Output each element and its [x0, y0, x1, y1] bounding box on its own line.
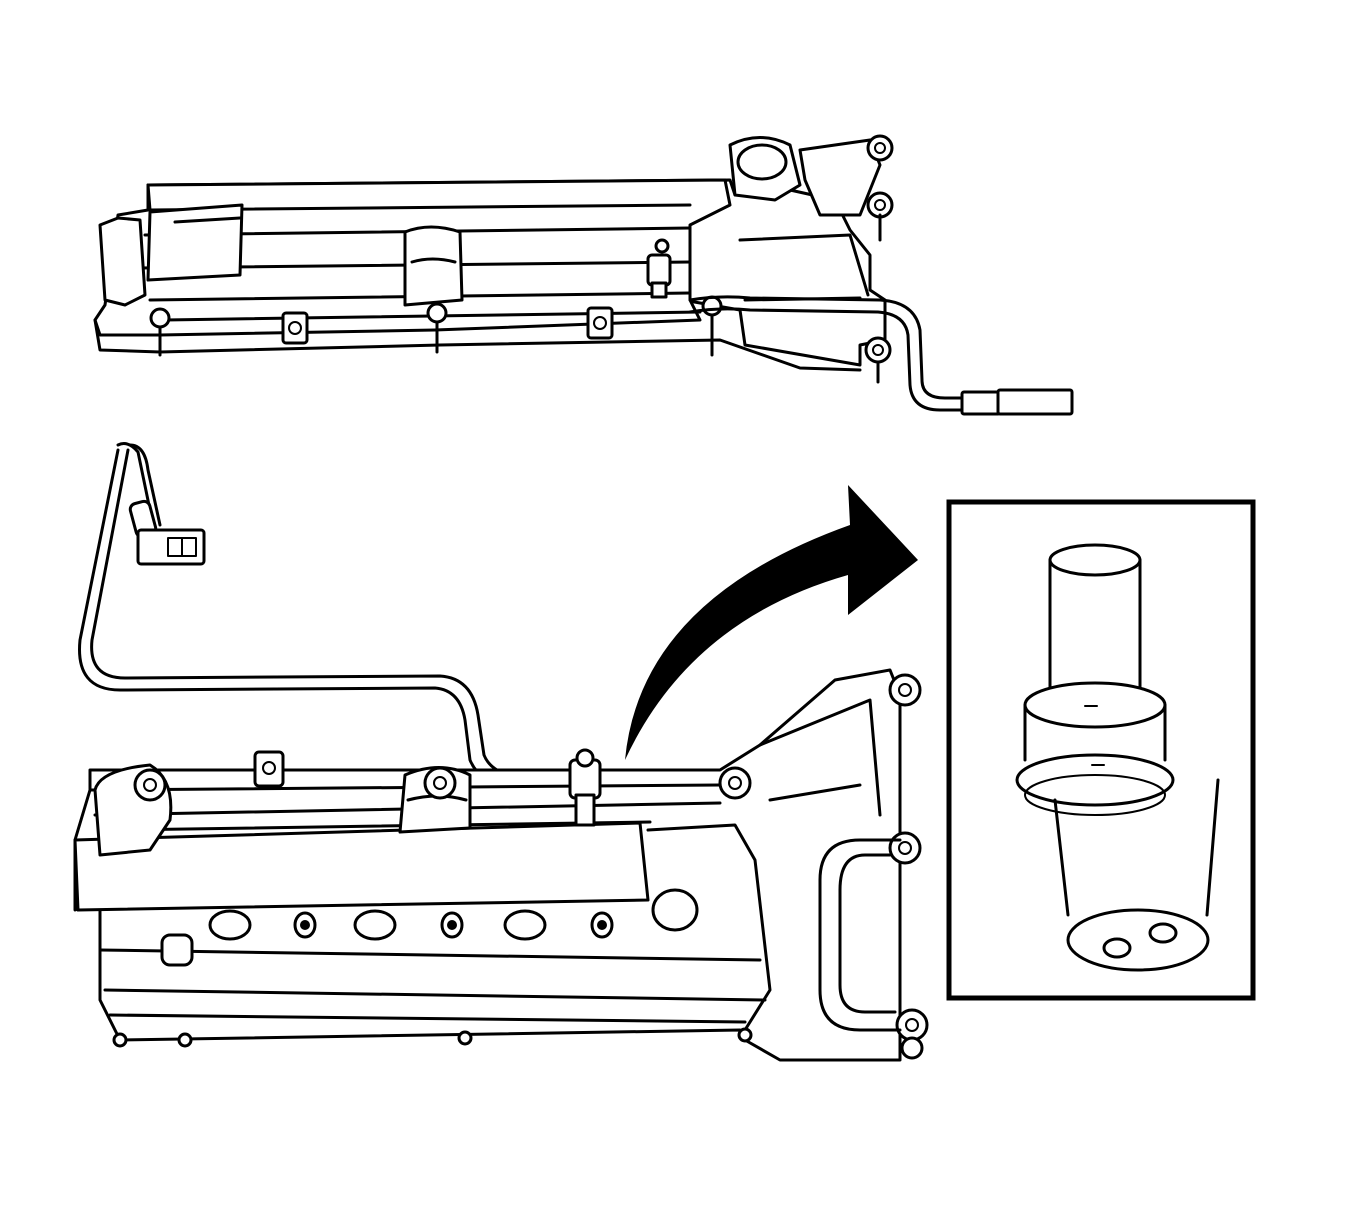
detail-arrow	[625, 485, 918, 760]
upper-cam-cover-view	[93, 134, 1074, 416]
detail-inset	[946, 499, 1256, 1001]
lower-cam-cover-view	[73, 442, 929, 1062]
